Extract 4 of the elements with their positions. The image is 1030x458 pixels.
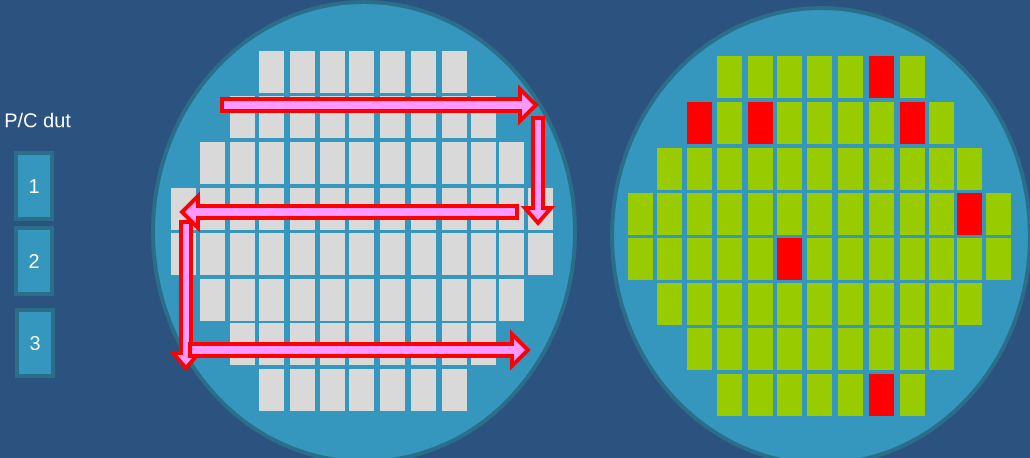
heading: P/C dut	[5, 112, 71, 128]
number-box: 1	[14, 151, 54, 221]
number-box: 2	[14, 226, 54, 296]
number-box: 3	[15, 308, 55, 378]
